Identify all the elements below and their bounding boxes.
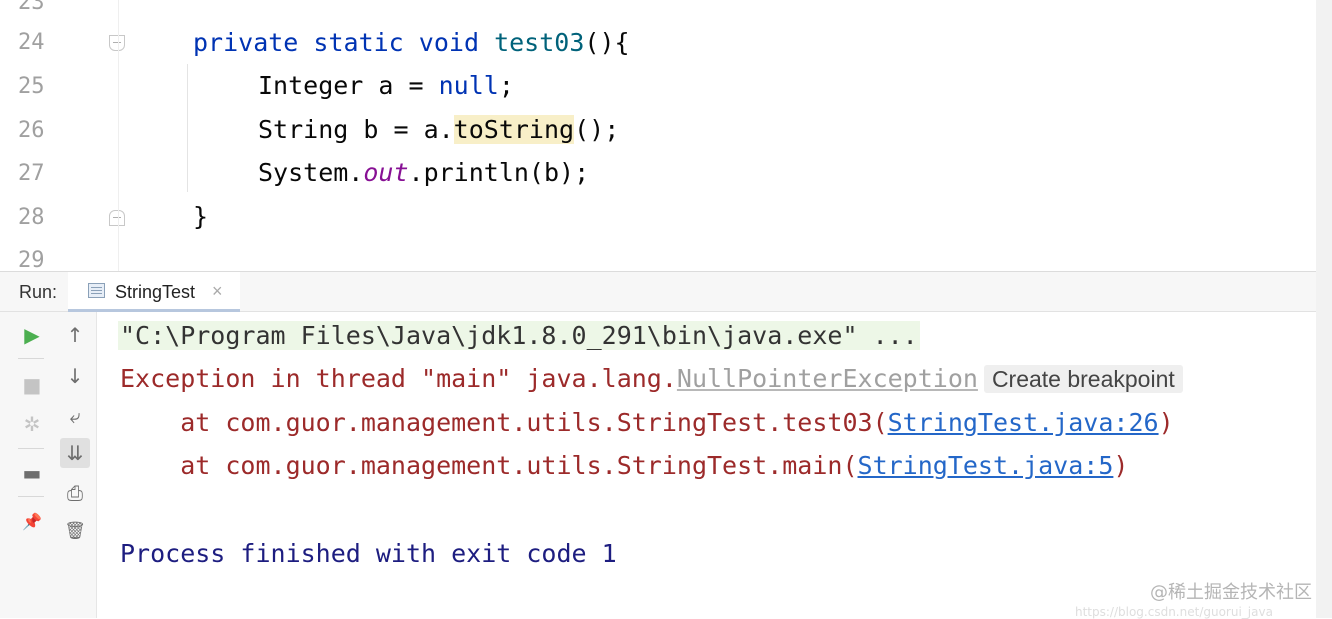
method-name: test03 bbox=[494, 28, 585, 57]
stop-icon[interactable]: ■ bbox=[22, 373, 42, 397]
run-toolbar: ▶ ■ ✲ ▬ 📌 ↑ ↓ ⤶ ⇊ ⎙ 🗑 bbox=[0, 312, 97, 618]
right-scroll-strip bbox=[1316, 0, 1332, 618]
console-line: at com.guor.management.utils.StringTest.… bbox=[120, 448, 1128, 484]
up-arrow-icon[interactable]: ↑ bbox=[66, 323, 84, 347]
code-text: Integer bbox=[258, 71, 364, 100]
code-text: ; bbox=[498, 71, 514, 100]
line-number: 27 bbox=[18, 161, 45, 186]
code-text: a = bbox=[363, 71, 439, 100]
soft-wrap-icon[interactable]: ⤶ bbox=[69, 404, 81, 428]
keyword: void bbox=[418, 28, 480, 57]
tab-title: StringTest bbox=[115, 282, 196, 302]
console-line: at com.guor.management.utils.StringTest.… bbox=[120, 405, 1174, 441]
stack-trace-text: at com.guor.management.utils.StringTest.… bbox=[120, 451, 858, 480]
static-field: out bbox=[363, 158, 409, 187]
code-line-25: Integer a = null; bbox=[258, 69, 514, 103]
console-line: Exception in thread "main" java.lang.Nul… bbox=[120, 361, 1183, 397]
code-text: (){ bbox=[584, 28, 630, 57]
code-text: .println(b); bbox=[408, 158, 590, 187]
code-editor[interactable]: 23 24 25 26 27 28 29 private static void… bbox=[0, 0, 1316, 271]
line-number: 28 bbox=[18, 205, 45, 230]
stack-trace-text: ) bbox=[1158, 408, 1174, 437]
create-breakpoint-button[interactable]: Create breakpoint bbox=[983, 365, 1183, 393]
toolbar-separator bbox=[18, 358, 44, 359]
layout-icon[interactable]: ▬ bbox=[22, 461, 42, 485]
close-icon[interactable]: × bbox=[212, 281, 223, 301]
code-line-27: System.out.println(b); bbox=[258, 156, 589, 190]
highlighted-method: toString bbox=[453, 115, 575, 144]
console-output[interactable]: "C:\Program Files\Java\jdk1.8.0_291\bin\… bbox=[98, 312, 1316, 618]
source-link[interactable]: StringTest.java:5 bbox=[857, 451, 1114, 480]
tab-stringtest[interactable]: StringTest × bbox=[68, 272, 240, 312]
trash-icon[interactable]: 🗑 bbox=[64, 521, 86, 541]
scroll-to-end-icon[interactable]: ⇊ bbox=[60, 438, 90, 468]
keyword: null bbox=[438, 71, 499, 100]
run-panel-header: Run: StringTest × bbox=[0, 271, 1316, 312]
code-text: System. bbox=[258, 158, 364, 187]
line-number: 25 bbox=[18, 74, 45, 99]
watermark: @稀土掘金技术社区 bbox=[1150, 582, 1312, 603]
gutter-divider bbox=[118, 0, 119, 271]
toolbar-separator bbox=[18, 496, 44, 497]
fold-collapse-icon[interactable] bbox=[109, 35, 125, 51]
exception-text: Exception in thread "main" java.lang. bbox=[120, 364, 677, 393]
print-icon[interactable]: ⎙ bbox=[67, 481, 83, 505]
code-text: String b = a. bbox=[258, 115, 454, 144]
keyword: static bbox=[313, 28, 404, 57]
console-tab-icon bbox=[88, 283, 105, 298]
console-line: Process finished with exit code 1 bbox=[120, 536, 617, 572]
pin-icon[interactable]: 📌 bbox=[22, 512, 42, 531]
code-line-28: } bbox=[193, 200, 208, 234]
line-number: 23 bbox=[18, 0, 45, 15]
code-text: } bbox=[193, 202, 209, 231]
console-line: "C:\Program Files\Java\jdk1.8.0_291\bin\… bbox=[118, 318, 920, 354]
code-line-26: String b = a.toString(); bbox=[258, 113, 619, 147]
debug-icon[interactable]: ✲ bbox=[23, 412, 41, 436]
watermark-url: https://blog.csdn.net/guorui_java bbox=[1075, 605, 1273, 619]
line-number: 26 bbox=[18, 118, 45, 143]
process-finished-text: Process finished with exit code 1 bbox=[120, 539, 617, 568]
code-text: (); bbox=[574, 115, 620, 144]
stack-trace-text: at com.guor.management.utils.StringTest.… bbox=[120, 408, 888, 437]
indent-guide bbox=[187, 64, 188, 192]
java-command: "C:\Program Files\Java\jdk1.8.0_291\bin\… bbox=[118, 321, 920, 350]
stack-trace-text: ) bbox=[1113, 451, 1129, 480]
down-arrow-icon[interactable]: ↓ bbox=[66, 364, 84, 388]
toolbar-separator bbox=[18, 448, 44, 449]
run-label: Run: bbox=[19, 282, 58, 302]
keyword: private bbox=[193, 28, 299, 57]
exception-class-link[interactable]: NullPointerException bbox=[676, 364, 978, 393]
line-number: 24 bbox=[18, 30, 45, 55]
rerun-icon[interactable]: ▶ bbox=[24, 323, 40, 347]
code-line-24: private static void test03(){ bbox=[193, 26, 630, 60]
fold-end-icon[interactable] bbox=[109, 210, 125, 226]
source-link[interactable]: StringTest.java:26 bbox=[887, 408, 1159, 437]
editor-gutter: 23 24 25 26 27 28 29 bbox=[0, 0, 125, 271]
line-number: 29 bbox=[18, 248, 45, 271]
